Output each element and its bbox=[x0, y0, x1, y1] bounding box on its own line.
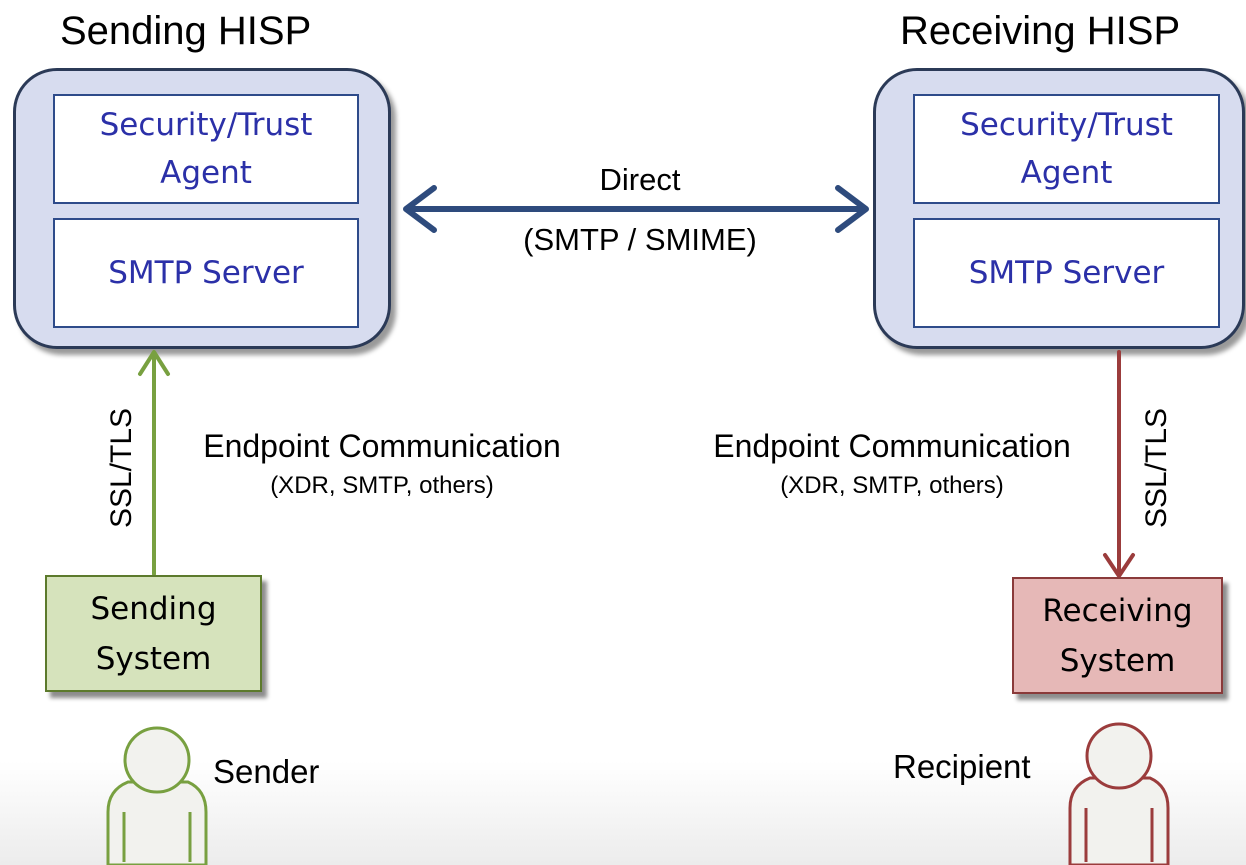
sending-smtp-server-label: SMTP Server bbox=[108, 255, 304, 291]
direct-label: Direct bbox=[599, 162, 681, 197]
receiving-smtp-server: SMTP Server bbox=[913, 218, 1220, 328]
sending-endpoint-communication-label: Endpoint Communication bbox=[203, 428, 561, 464]
receiving-endpoint-communication-label: Endpoint Communication bbox=[713, 428, 1071, 464]
receiving-endpoint-protocols: (XDR, SMTP, others) bbox=[780, 472, 1004, 499]
direct-protocols: (SMTP / SMIME) bbox=[523, 222, 757, 257]
sending-hisp-title: Sending HISP bbox=[60, 9, 312, 53]
sending-security-agent-line-1: Security/Trust bbox=[99, 107, 313, 143]
sending-system-line-2: System bbox=[95, 640, 212, 677]
sending-system-box: Sending System bbox=[45, 575, 262, 692]
sending-up-arrow bbox=[138, 350, 170, 576]
recipient-label: Recipient bbox=[893, 748, 1031, 785]
recipient-person-icon bbox=[1068, 722, 1170, 865]
sender-label: Sender bbox=[213, 753, 320, 790]
receiving-system-line-1: Receiving bbox=[1042, 592, 1193, 629]
sending-security-agent-line-2: Agent bbox=[160, 155, 252, 191]
sending-security-trust-agent: Security/Trust Agent bbox=[53, 94, 359, 204]
sending-ssl-tls-label: SSL/TLS bbox=[105, 407, 138, 529]
sending-system-line-1: Sending bbox=[90, 590, 217, 627]
receiving-smtp-server-label: SMTP Server bbox=[968, 255, 1165, 291]
receiving-security-agent-line-2: Agent bbox=[1020, 155, 1113, 191]
sending-endpoint-protocols: (XDR, SMTP, others) bbox=[270, 472, 494, 499]
receiving-security-trust-agent: Security/Trust Agent bbox=[913, 94, 1220, 204]
direct-double-arrow bbox=[403, 185, 869, 233]
receiving-hisp-title: Receiving HISP bbox=[900, 9, 1181, 53]
receiving-system-line-2: System bbox=[1059, 642, 1176, 679]
receiving-hisp-box: Security/Trust Agent SMTP Server bbox=[873, 68, 1245, 349]
sending-hisp-box: Security/Trust Agent SMTP Server bbox=[13, 68, 391, 349]
receiving-system-box: Receiving System bbox=[1012, 577, 1223, 694]
receiving-ssl-tls-label: SSL/TLS bbox=[1140, 407, 1173, 529]
sending-smtp-server: SMTP Server bbox=[53, 218, 359, 328]
receiving-security-agent-line-1: Security/Trust bbox=[960, 107, 1173, 143]
receiving-down-arrow bbox=[1103, 350, 1135, 578]
sender-person-icon bbox=[106, 726, 208, 865]
